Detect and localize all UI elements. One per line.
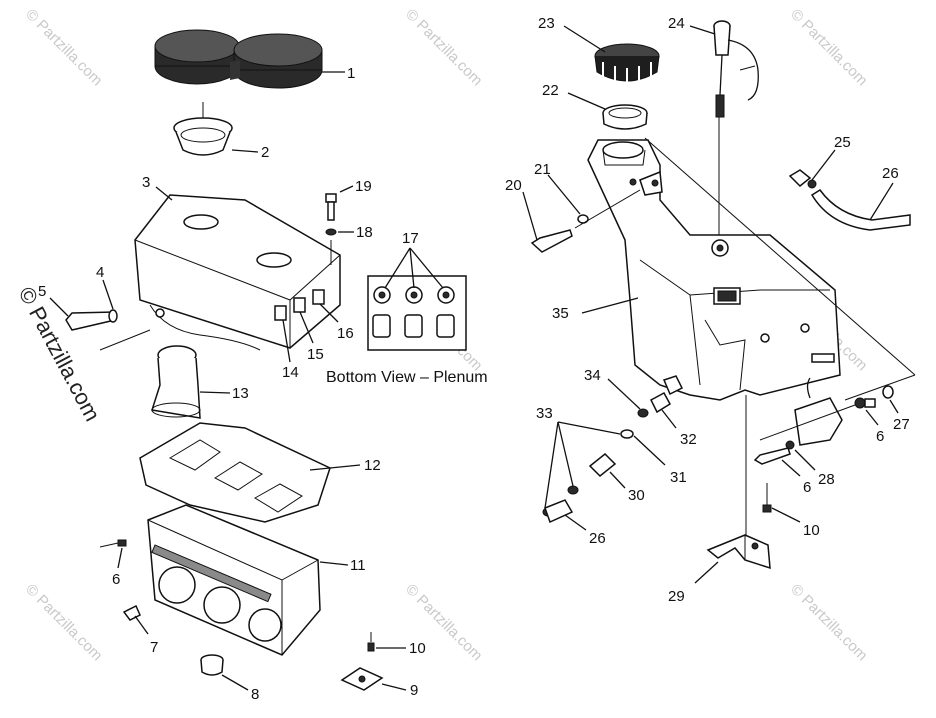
part-10-screw-left[interactable]	[367, 632, 375, 652]
watermark: © Partzilla.com	[402, 6, 485, 89]
part-9-plate[interactable]	[340, 667, 384, 691]
label-21: 21	[534, 161, 551, 178]
part-18-washer[interactable]	[325, 228, 337, 236]
watermark: © Partzilla.com	[22, 581, 105, 664]
part-30-filter[interactable]	[588, 452, 617, 478]
label-29: 29	[668, 588, 685, 605]
part-26-hose[interactable]	[810, 188, 911, 231]
label-15: 15	[307, 346, 324, 363]
label-19: 19	[355, 178, 372, 195]
label-24: 24	[668, 15, 685, 32]
part-25-fitting[interactable]	[788, 169, 817, 189]
label-9: 9	[410, 682, 418, 699]
label-20: 20	[505, 177, 522, 194]
part-13-boot[interactable]	[151, 345, 201, 419]
label-22: 22	[542, 82, 559, 99]
part-28-petcock[interactable]	[785, 377, 843, 450]
part-29-bracket[interactable]	[706, 534, 771, 570]
part-33-clamps[interactable]	[542, 485, 579, 524]
label-7: 7	[150, 639, 158, 656]
label-8: 8	[251, 686, 259, 703]
part-31-spacer[interactable]	[620, 429, 634, 439]
label-10-right: 10	[803, 522, 820, 539]
part-7-clip[interactable]	[122, 604, 141, 621]
label-11: 11	[350, 557, 366, 574]
label-17: 17	[402, 230, 419, 247]
part-22-filler-gasket[interactable]	[602, 104, 648, 130]
label-4: 4	[96, 264, 104, 281]
watermark: © Partzilla.com	[787, 581, 870, 664]
label-16: 16	[337, 325, 354, 342]
part-5-bolt[interactable]	[65, 311, 116, 331]
part-24-fuel-sender[interactable]	[713, 20, 759, 245]
label-34: 34	[584, 367, 601, 384]
part-2-seal[interactable]	[173, 102, 233, 156]
label-30: 30	[628, 487, 645, 504]
label-27: 27	[893, 416, 910, 433]
label-35: 35	[552, 305, 569, 322]
watermark: © Partzilla.com	[22, 6, 105, 89]
part-17-bottom-view-plenum[interactable]	[367, 275, 467, 351]
label-33: 33	[536, 405, 553, 422]
part-35-fuel-tank[interactable]	[587, 139, 841, 401]
label-6-right-upper: 6	[876, 428, 884, 445]
caption-bottom-view: Bottom View – Plenum	[326, 369, 488, 386]
label-26-right: 26	[882, 165, 899, 182]
part-4-washer[interactable]	[108, 309, 118, 323]
label-18: 18	[356, 224, 373, 241]
part-1-air-filter[interactable]	[154, 29, 323, 89]
watermark-side: © Partzilla.com	[14, 283, 106, 426]
part-32-fitting[interactable]	[650, 391, 671, 414]
part-6-screw-left[interactable]	[117, 539, 127, 547]
part-8-cap[interactable]	[200, 654, 224, 676]
part-10-screw-right[interactable]	[762, 483, 772, 513]
part-3-plenum[interactable]	[134, 194, 341, 351]
label-23: 23	[538, 15, 555, 32]
label-3: 3	[142, 174, 150, 191]
label-1: 1	[347, 65, 355, 82]
watermark: © Partzilla.com	[787, 6, 870, 89]
label-10-left: 10	[409, 640, 426, 657]
label-26-left: 26	[589, 530, 606, 547]
label-25: 25	[834, 134, 851, 151]
label-6-left: 6	[112, 571, 120, 588]
label-2: 2	[261, 144, 269, 161]
label-12: 12	[364, 457, 381, 474]
label-13: 13	[232, 385, 249, 402]
part-6-screw-right-lower[interactable]	[753, 447, 791, 465]
part-6-screw-right-upper[interactable]	[854, 397, 876, 409]
label-5: 5	[38, 283, 46, 300]
part-23-fuel-cap[interactable]	[594, 43, 660, 86]
label-32: 32	[680, 431, 697, 448]
part-27-washer[interactable]	[882, 385, 894, 399]
part-34-washer[interactable]	[637, 408, 649, 418]
part-12-gasket[interactable]	[139, 422, 331, 523]
part-11-intake-manifold[interactable]	[147, 504, 321, 656]
label-28: 28	[818, 471, 835, 488]
label-6-right-lower: 6	[803, 479, 811, 496]
label-14: 14	[282, 364, 299, 381]
part-20-bolt[interactable]	[530, 229, 573, 253]
label-31: 31	[670, 469, 687, 486]
part-19-bolt[interactable]	[325, 193, 337, 221]
